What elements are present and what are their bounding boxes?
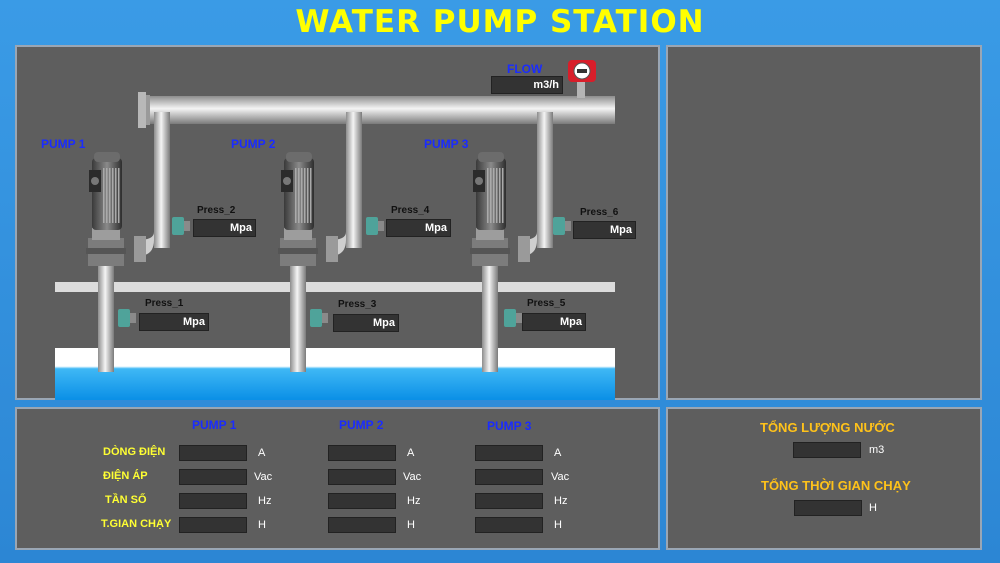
- stats-header-pump-1: PUMP 1: [192, 418, 237, 432]
- pump-3-suction-label: Press_5: [527, 298, 566, 309]
- pump-1-label: PUMP 1: [41, 137, 86, 151]
- stats-header-pump-2: PUMP 2: [339, 418, 384, 432]
- stats-value-pump-3: [475, 517, 543, 533]
- stats-value-pump-1: [179, 445, 247, 461]
- pump-1-discharge-value: Mpa: [193, 219, 256, 237]
- stats-value-pump-3: [475, 493, 543, 509]
- stats-unit: Vac: [551, 471, 570, 483]
- stats-row-label: DÒNG ĐIỆN: [103, 446, 166, 458]
- stats-unit: H: [407, 519, 415, 531]
- page-title: WATER PUMP STATION: [295, 4, 705, 40]
- pump-2-discharge-value: Mpa: [386, 219, 451, 237]
- flow-unit: m3/h: [533, 79, 559, 91]
- pump-3-suction-value: Mpa: [522, 313, 586, 331]
- stats-unit: A: [407, 447, 415, 459]
- pump-1-unit: [86, 112, 190, 372]
- side-panel: [666, 45, 982, 400]
- stats-unit: Hz: [554, 495, 568, 507]
- stats-row-label: T.GIAN CHẠY: [101, 518, 172, 530]
- pump-3-label: PUMP 3: [424, 137, 469, 151]
- total-water-unit: m3: [869, 444, 885, 456]
- stats-row-label: TẦN SỐ: [105, 494, 147, 506]
- stats-value-pump-2: [328, 469, 396, 485]
- stats-value-pump-2: [328, 445, 396, 461]
- total-runtime-label: TỔNG THỜI GIAN CHẠY: [761, 478, 911, 493]
- header-pipe: [145, 96, 615, 124]
- pump-2-discharge-label: Press_4: [391, 205, 430, 216]
- pump-1-suction-value: Mpa: [139, 313, 209, 331]
- total-water-value: [793, 442, 861, 458]
- pump-2-label: PUMP 2: [231, 137, 276, 151]
- stats-header-pump-3: PUMP 3: [487, 419, 532, 433]
- pump-1-suction-label: Press_1: [145, 298, 184, 309]
- pump-2-unit: [278, 112, 384, 372]
- stats-value-pump-3: [475, 469, 543, 485]
- stats-unit: Vac: [254, 471, 273, 483]
- walkway: [55, 282, 615, 292]
- total-water-label: TỔNG LƯỢNG NƯỚC: [760, 420, 895, 435]
- stats-unit: Hz: [407, 495, 421, 507]
- stats-value-pump-2: [328, 517, 396, 533]
- stats-value-pump-1: [179, 493, 247, 509]
- totals-panel: [666, 407, 982, 550]
- stats-row-label: ĐIỆN ÁP: [103, 470, 148, 482]
- flow-value: m3/h: [491, 76, 563, 94]
- total-runtime-value: [794, 500, 862, 516]
- flow-meter-icon: [568, 60, 596, 98]
- pump-3-discharge-value: Mpa: [573, 221, 636, 239]
- stats-unit: Hz: [258, 495, 272, 507]
- stats-unit: Vac: [403, 471, 422, 483]
- stats-unit: A: [554, 447, 562, 459]
- stats-unit: H: [554, 519, 562, 531]
- flow-label: FLOW: [507, 62, 543, 76]
- stats-value-pump-3: [475, 445, 543, 461]
- pump-3-discharge-label: Press_6: [580, 207, 619, 218]
- stats-unit: A: [258, 447, 266, 459]
- stats-value-pump-2: [328, 493, 396, 509]
- water-tank: [55, 348, 615, 400]
- stats-value-pump-1: [179, 517, 247, 533]
- total-runtime-unit: H: [869, 502, 877, 514]
- stats-value-pump-1: [179, 469, 247, 485]
- pump-1-discharge-label: Press_2: [197, 205, 236, 216]
- stats-unit: H: [258, 519, 266, 531]
- pump-3-unit: [470, 112, 571, 372]
- pump-2-suction-label: Press_3: [338, 299, 377, 310]
- pump-2-suction-value: Mpa: [333, 314, 399, 332]
